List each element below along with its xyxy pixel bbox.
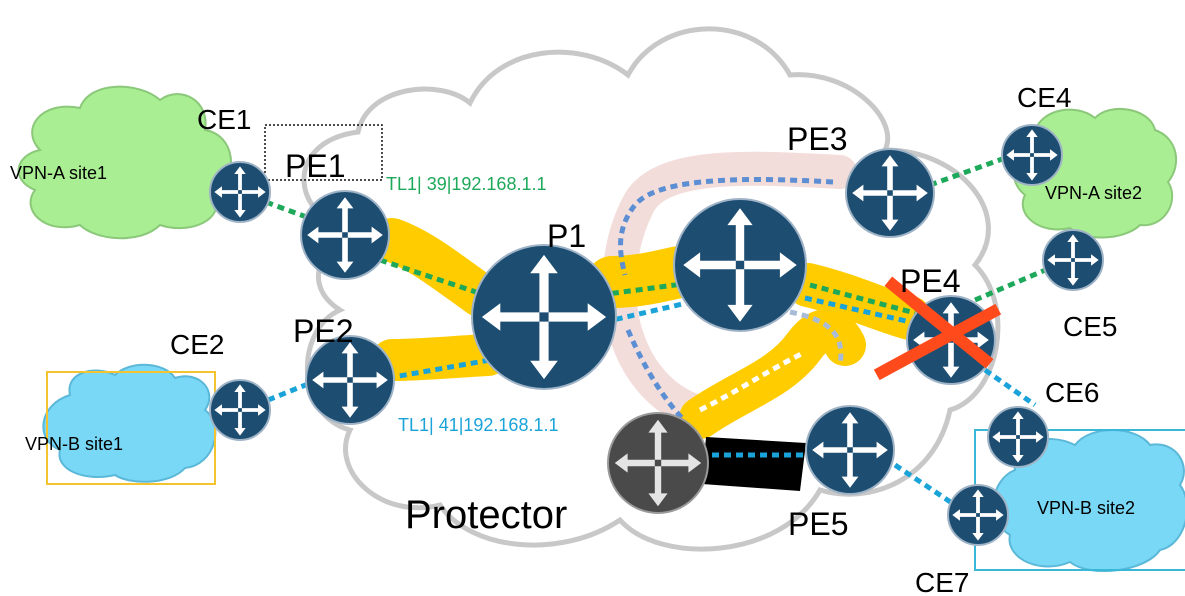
router-ce1[interactable] <box>209 161 271 223</box>
link-core-pe4-green <box>809 282 916 316</box>
label-vpn-a-site1: VPN-A site1 <box>10 163 107 183</box>
tunnel-core-pe4 <box>786 263 932 340</box>
link-pe2-p1 <box>387 357 491 381</box>
vpn-b-site2-cloud <box>992 429 1185 573</box>
protector-pe5-bar <box>702 437 806 491</box>
label-ce1: CE1 <box>197 104 251 135</box>
label-protector: Protector <box>405 493 567 537</box>
protection-path-pink <box>602 151 857 427</box>
vpn-b-site1-cloud <box>42 363 217 483</box>
link-pe1-p1 <box>379 257 501 303</box>
link-protect-down <box>625 329 684 420</box>
link-pe5-ce7 <box>893 462 957 508</box>
tunnel-pe2-p1 <box>371 334 509 381</box>
link-p1-core <box>599 280 691 298</box>
link-backup-loop <box>789 309 844 366</box>
label-pe1: PE1 <box>285 148 345 184</box>
label-pe3: PE3 <box>787 121 847 157</box>
label-p1: P1 <box>547 218 586 254</box>
link-pe4-ce6 <box>983 367 1037 408</box>
link-core-pe4-blue <box>804 295 916 326</box>
label-pe5: PE5 <box>788 506 848 542</box>
label-ce7: CE7 <box>915 567 969 596</box>
router-ce6[interactable] <box>987 406 1049 468</box>
pe1-highlight-box <box>264 124 383 181</box>
router-pe5[interactable] <box>805 405 895 495</box>
router-ce4[interactable] <box>1001 124 1063 186</box>
link-p1-core-blue <box>603 297 701 325</box>
router-ce5[interactable] <box>1042 229 1104 291</box>
failure-cross-icon <box>873 276 1002 381</box>
router-ce7[interactable] <box>947 484 1009 546</box>
label-vpn-b-site2: VPN-B site2 <box>1037 498 1135 518</box>
label-ce5: CE5 <box>1063 311 1117 342</box>
router-core[interactable] <box>673 198 807 332</box>
router-ce2[interactable] <box>209 379 271 441</box>
link-backup-loop-2 <box>698 349 807 413</box>
label-tunnel-green: TL1| 39|192.168.1.1 <box>386 174 546 194</box>
label-vpn-b-site1: VPN-B site1 <box>25 434 123 454</box>
label-vpn-a-site2: VPN-A site2 <box>1045 183 1142 203</box>
dotted-links <box>254 155 1051 508</box>
label-pe4: PE4 <box>900 263 960 299</box>
label-pe2: PE2 <box>293 313 353 349</box>
label-tunnel-blue: TL1| 41|192.168.1.1 <box>398 415 558 435</box>
router-pe2[interactable] <box>305 335 395 425</box>
label-ce6: CE6 <box>1045 377 1099 408</box>
label-ce2: CE2 <box>170 329 224 360</box>
link-pe4-ce5 <box>974 265 1051 303</box>
label-ce4: CE4 <box>1017 82 1071 113</box>
link-pe3-ce4 <box>929 155 1006 188</box>
router-protector[interactable] <box>607 412 709 514</box>
link-ce2-pe2 <box>267 377 319 403</box>
link-pe3-protect <box>618 177 834 276</box>
router-pe1[interactable] <box>300 190 390 280</box>
router-p1[interactable] <box>471 244 617 390</box>
tunnel-pe1-p1 <box>370 218 502 317</box>
router-pe3[interactable] <box>845 148 935 238</box>
